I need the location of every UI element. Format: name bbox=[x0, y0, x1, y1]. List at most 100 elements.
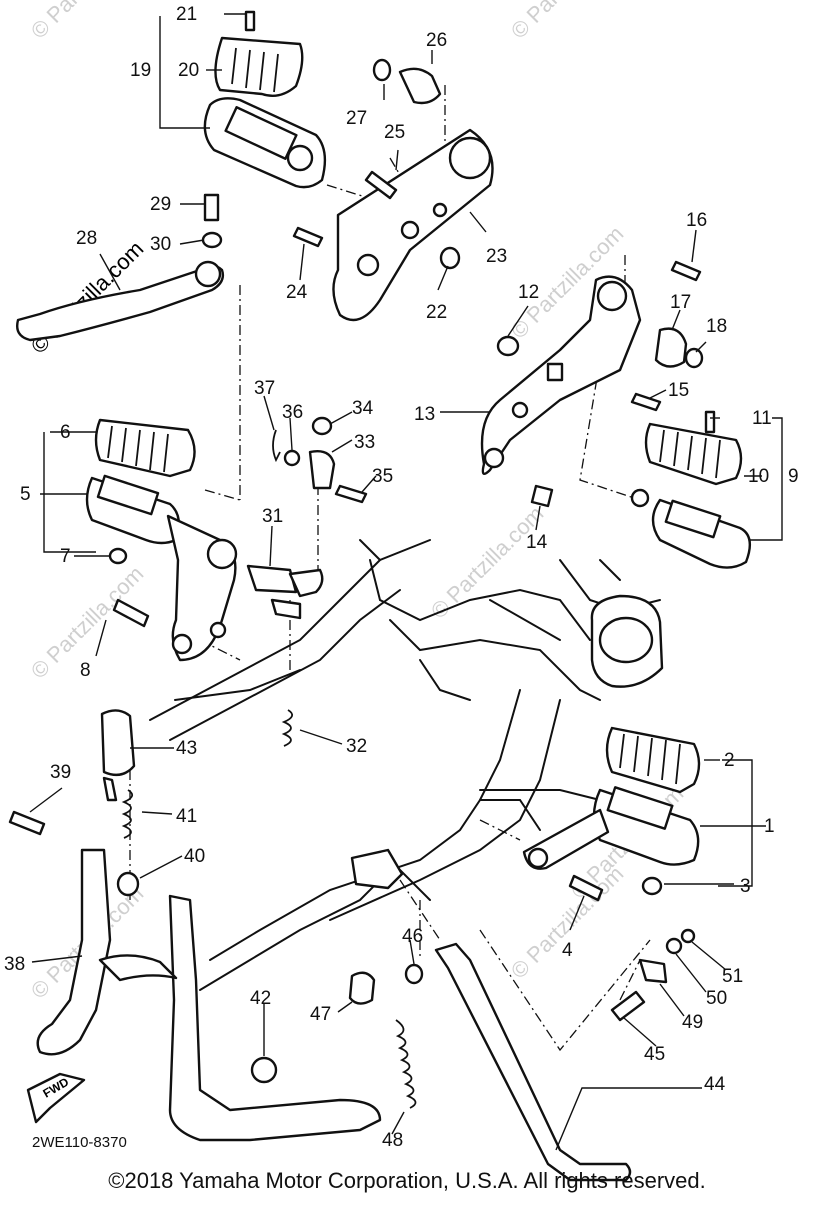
callout-25: 25 bbox=[384, 122, 405, 143]
shift-pedal bbox=[16, 193, 225, 342]
callout-37: 37 bbox=[254, 378, 275, 399]
bolt-8 bbox=[112, 598, 150, 628]
callout-26: 26 bbox=[426, 30, 447, 51]
callout-48: 48 bbox=[382, 1130, 403, 1151]
callout-3: 3 bbox=[740, 876, 751, 897]
callout-15: 15 bbox=[668, 380, 689, 401]
callout-21: 21 bbox=[176, 4, 197, 25]
callout-19: 19 bbox=[130, 60, 151, 81]
bolt-4 bbox=[568, 874, 604, 902]
collar-27 bbox=[372, 58, 392, 82]
callout-29: 29 bbox=[150, 194, 171, 215]
copyright-notice: ©2018 Yamaha Motor Corporation, U.S.A. A… bbox=[108, 1168, 706, 1193]
callout-20: 20 bbox=[178, 60, 199, 81]
callout-30: 30 bbox=[150, 234, 171, 255]
callout-18: 18 bbox=[706, 316, 727, 337]
callout-47: 47 bbox=[310, 1004, 331, 1025]
fwd-arrow bbox=[26, 1072, 86, 1124]
callout-1: 1 bbox=[764, 816, 775, 837]
center-stand: FWD bbox=[8, 709, 382, 1142]
passenger-footrest-left bbox=[203, 10, 494, 322]
callout-13: 13 bbox=[414, 404, 435, 425]
callout-33: 33 bbox=[354, 432, 375, 453]
callout-labels: 1 2 3 4 5 6 7 8 9 10 11 12 13 14 15 16 1… bbox=[4, 4, 799, 1151]
callout-24: 24 bbox=[286, 282, 308, 303]
diagram-code: 2WE110-8370 bbox=[32, 1134, 127, 1151]
rider-footrest-left bbox=[85, 418, 238, 662]
callout-34: 34 bbox=[352, 398, 374, 419]
callout-46: 46 bbox=[402, 926, 423, 947]
clevis-33 bbox=[308, 450, 336, 490]
bracket-43 bbox=[100, 709, 136, 777]
collar-40 bbox=[116, 871, 140, 897]
bolt-24 bbox=[292, 226, 324, 248]
brake-linkage bbox=[246, 416, 368, 747]
watermark: © Partzilla.com bbox=[506, 861, 629, 984]
bolt-29 bbox=[203, 193, 220, 222]
nut-51 bbox=[680, 928, 696, 944]
callout-8: 8 bbox=[80, 660, 91, 681]
plate-47 bbox=[348, 971, 376, 1005]
leader-lines bbox=[29, 13, 783, 1151]
watermark: © Partzilla.com bbox=[26, 0, 149, 44]
bolt-11 bbox=[704, 410, 716, 434]
shaft-31 bbox=[246, 564, 298, 594]
callout-31: 31 bbox=[262, 506, 283, 527]
callout-14: 14 bbox=[526, 532, 548, 553]
bolt-21 bbox=[244, 10, 256, 32]
spring-32 bbox=[281, 709, 294, 747]
frame bbox=[149, 539, 664, 991]
callout-38: 38 bbox=[4, 954, 25, 975]
callout-7: 7 bbox=[60, 546, 71, 567]
callout-40: 40 bbox=[184, 846, 205, 867]
washer-36 bbox=[283, 449, 301, 467]
callout-42: 42 bbox=[250, 988, 271, 1009]
callout-44: 44 bbox=[704, 1074, 726, 1095]
rider-footrest-right-lower bbox=[522, 726, 701, 902]
plate-49 bbox=[638, 958, 668, 984]
callout-27: 27 bbox=[346, 108, 367, 129]
switch-45 bbox=[610, 990, 646, 1022]
bolt-16 bbox=[670, 260, 702, 282]
callout-5: 5 bbox=[20, 484, 31, 505]
watermark: © Partzilla.com bbox=[506, 0, 629, 44]
callout-50: 50 bbox=[706, 988, 727, 1009]
washer-50 bbox=[665, 937, 683, 955]
bushing-26 bbox=[398, 67, 442, 105]
callout-43: 43 bbox=[176, 738, 197, 759]
callout-6: 6 bbox=[60, 422, 71, 443]
bolt-39 bbox=[8, 810, 46, 836]
spring-41 bbox=[121, 789, 134, 839]
callout-28: 28 bbox=[76, 228, 97, 249]
bolt-25 bbox=[364, 170, 398, 200]
bushing-42 bbox=[250, 1056, 278, 1084]
callout-23: 23 bbox=[486, 246, 507, 267]
pin-35 bbox=[334, 484, 368, 504]
callout-2: 2 bbox=[724, 750, 735, 771]
nut-30 bbox=[201, 231, 223, 249]
nut-22 bbox=[439, 246, 461, 270]
callout-41: 41 bbox=[176, 806, 197, 827]
callout-17: 17 bbox=[670, 292, 691, 313]
cotter-pin-37 bbox=[272, 429, 281, 463]
callout-35: 35 bbox=[372, 466, 393, 487]
callout-22: 22 bbox=[426, 302, 447, 323]
callout-51: 51 bbox=[722, 966, 743, 987]
callout-36: 36 bbox=[282, 402, 303, 423]
collar-18 bbox=[684, 347, 704, 369]
side-stand bbox=[348, 928, 696, 1182]
callout-9: 9 bbox=[788, 466, 799, 487]
spring-48 bbox=[395, 1019, 417, 1109]
bolt-14 bbox=[530, 484, 554, 508]
callout-10: 10 bbox=[748, 466, 769, 487]
bolt-15 bbox=[630, 392, 662, 412]
nut-46 bbox=[404, 963, 424, 985]
callout-12: 12 bbox=[518, 282, 539, 303]
nut-34 bbox=[311, 416, 333, 436]
collar-12 bbox=[496, 335, 520, 357]
bushing-17 bbox=[654, 327, 688, 368]
callout-32: 32 bbox=[346, 736, 367, 757]
callout-16: 16 bbox=[686, 210, 707, 231]
